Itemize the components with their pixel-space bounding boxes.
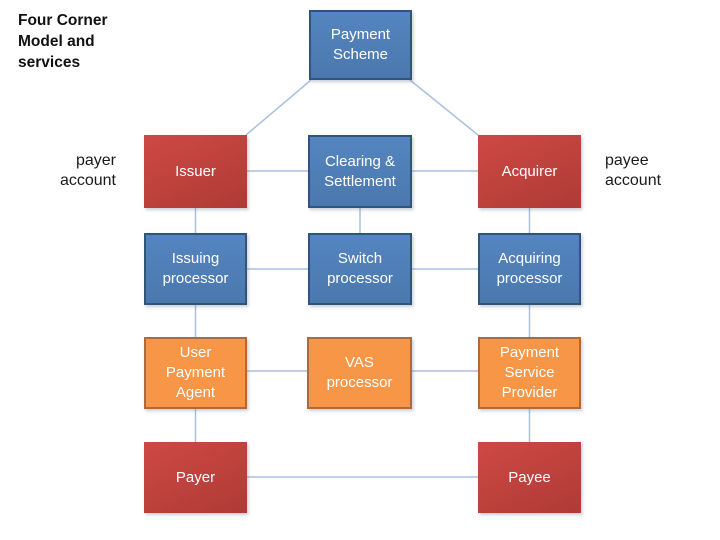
node-vas-processor-label: VAS processor bbox=[326, 354, 393, 391]
node-user-payment-agent: User Payment Agent bbox=[144, 337, 247, 409]
node-vas-processor: VAS processor bbox=[307, 337, 412, 409]
node-payment-scheme: Payment Scheme bbox=[309, 10, 412, 80]
node-acquirer-label: Acquirer bbox=[501, 162, 558, 180]
node-switch-processor-label: Switch processor bbox=[327, 250, 393, 287]
node-payment-service-provider-label: Payment Service Provider bbox=[499, 344, 560, 401]
node-issuer-label: Issuer bbox=[175, 162, 216, 180]
node-payment-scheme-label: Payment Scheme bbox=[330, 26, 391, 63]
node-payer: Payer bbox=[144, 442, 247, 513]
node-issuer: Issuer bbox=[144, 135, 247, 208]
node-clearing-settlement: Clearing & Settlement bbox=[308, 135, 412, 208]
slide-title: Four Corner Model and services bbox=[18, 12, 108, 71]
connector-scheme-acquirer bbox=[409, 79, 479, 136]
node-payment-service-provider: Payment Service Provider bbox=[478, 337, 581, 409]
payee-account-label: payee account bbox=[605, 152, 662, 189]
node-switch-processor: Switch processor bbox=[308, 233, 412, 305]
node-user-payment-agent-label: User Payment Agent bbox=[165, 344, 226, 401]
node-payee-label: Payee bbox=[508, 468, 551, 486]
node-issuing-processor-label: Issuing processor bbox=[162, 250, 229, 287]
node-payer-label: Payer bbox=[175, 468, 216, 486]
node-issuing-processor: Issuing processor bbox=[144, 233, 247, 305]
node-clearing-settlement-label: Clearing & Settlement bbox=[324, 152, 396, 190]
node-acquirer: Acquirer bbox=[478, 135, 581, 208]
connector-scheme-issuer bbox=[245, 79, 312, 136]
node-acquiring-processor: Acquiring processor bbox=[478, 233, 581, 305]
payer-account-label: payer account bbox=[59, 152, 116, 189]
node-payee: Payee bbox=[478, 442, 581, 513]
node-acquiring-processor-label: Acquiring processor bbox=[496, 250, 563, 287]
